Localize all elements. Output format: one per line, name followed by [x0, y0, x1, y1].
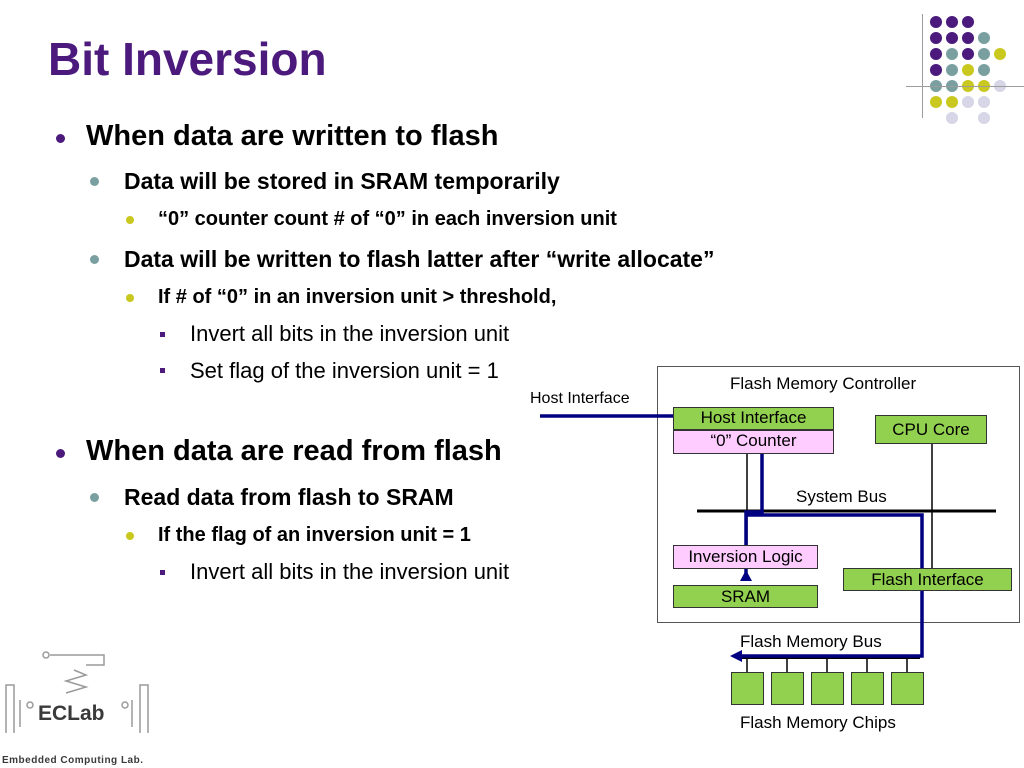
bullet-write-sub2-a-2: Set flag of the inversion unit = 1: [190, 358, 499, 383]
flash-chip: [811, 672, 844, 705]
bullet-write-sub2-a: If # of “0” in an inversion unit > thres…: [158, 286, 557, 308]
slide-title: Bit Inversion: [48, 33, 327, 85]
decor-dot: [978, 64, 990, 76]
decor-dot: [962, 32, 974, 44]
decor-dot: [994, 48, 1006, 60]
decor-dot: [930, 16, 942, 28]
zero-counter-block: “0” Counter: [673, 430, 834, 454]
bullet-read-sub1-a-1: Invert all bits in the inversion unit: [190, 559, 510, 584]
bullet-dot: [56, 134, 65, 143]
flash-chip: [851, 672, 884, 705]
system-bus-label: System Bus: [796, 487, 887, 506]
eclab-logo-graphic: [5, 651, 149, 733]
decor-dot: [930, 48, 942, 60]
decor-dot: [930, 32, 942, 44]
bullet-write-heading: When data are written to flash: [86, 120, 499, 152]
eclab-logo-text: ECLab: [38, 702, 105, 725]
decor-dot: [946, 64, 958, 76]
flash-memory-bus-label: Flash Memory Bus: [740, 632, 882, 651]
bullet-dot: [126, 294, 134, 302]
flash-chip: [771, 672, 804, 705]
decor-dot: [946, 112, 958, 124]
lab-footer-name: Embedded Computing Lab.: [2, 755, 144, 766]
bullet-write-sub2-a-1: Invert all bits in the inversion unit: [190, 321, 510, 346]
flash-memory-chips-label: Flash Memory Chips: [740, 713, 896, 732]
bullet-square: [160, 368, 165, 373]
bullet-dot: [126, 216, 134, 224]
bullet-square: [160, 332, 165, 337]
decor-vertical-line: [922, 14, 923, 118]
bullet-read-sub1: Read data from flash to SRAM: [124, 484, 454, 510]
arrow-head: [740, 570, 752, 581]
bullet-square: [160, 570, 165, 575]
bullet-write-sub2: Data will be written to flash latter aft…: [124, 246, 715, 272]
decor-dot: [978, 48, 990, 60]
decor-dot: [962, 96, 974, 108]
controller-title: Flash Memory Controller: [730, 374, 917, 393]
decor-dot: [978, 112, 990, 124]
sram-block: SRAM: [673, 585, 818, 608]
arrow-head: [730, 650, 742, 662]
decor-dot: [962, 48, 974, 60]
host-interface-label: Host Interface: [530, 390, 630, 407]
decor-dot: [946, 96, 958, 108]
decor-dot: [946, 32, 958, 44]
flash-chip: [891, 672, 924, 705]
flash-chip: [731, 672, 764, 705]
flash-interface-block: Flash Interface: [843, 568, 1012, 591]
decor-dot: [962, 16, 974, 28]
flash-memory-controller-box: [657, 366, 1020, 623]
bullet-dot: [90, 255, 99, 264]
bullet-write-sub1: Data will be stored in SRAM temporarily: [124, 168, 560, 194]
decor-dot: [946, 16, 958, 28]
decor-horizontal-line: [906, 86, 1024, 87]
bullet-read-heading: When data are read from flash: [86, 435, 502, 467]
cpu-core-block: CPU Core: [875, 415, 987, 444]
bullet-dot: [126, 532, 134, 540]
decor-dot: [978, 96, 990, 108]
decor-dot: [978, 32, 990, 44]
decor-dot: [930, 96, 942, 108]
bullet-read-sub1-a: If the flag of an inversion unit = 1: [158, 524, 471, 546]
bullet-dot: [90, 493, 99, 502]
host-interface-block: Host Interface: [673, 407, 834, 430]
decor-dot: [946, 48, 958, 60]
bullet-dot: [56, 449, 65, 458]
inversion-logic-block: Inversion Logic: [673, 545, 818, 569]
write-path-arrow: [744, 416, 764, 575]
decor-dot: [962, 64, 974, 76]
decor-dot: [930, 64, 942, 76]
bullet-dot: [90, 177, 99, 186]
bullet-write-sub1-a: “0” counter count # of “0” in each inver…: [158, 208, 617, 230]
